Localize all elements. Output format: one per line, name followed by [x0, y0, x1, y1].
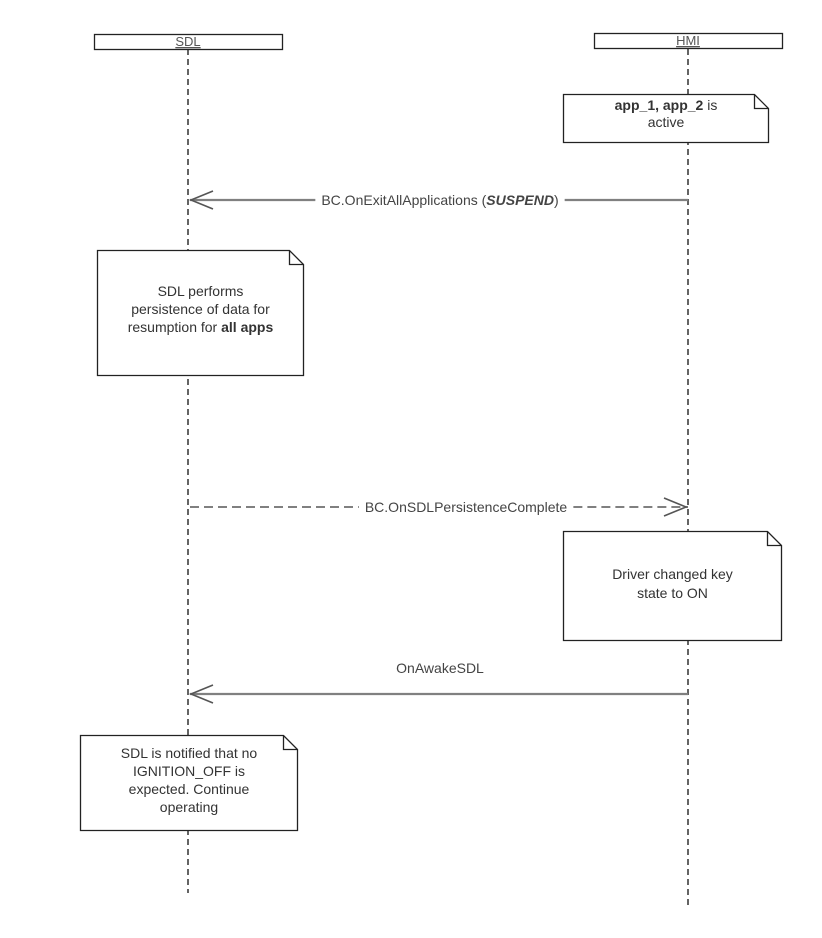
- note-text-line: Driver changed key: [612, 566, 733, 582]
- msg-on-sdl-persistence-complete[interactable]: BC.OnSDLPersistenceComplete: [190, 497, 689, 517]
- msg-on-exit-all-applications[interactable]: BC.OnExitAllApplications (SUSPEND): [188, 190, 688, 210]
- note-text-segment: expected. Continue: [129, 781, 250, 797]
- participant-sdl-box: [93, 33, 284, 51]
- message-label: BC.OnSDLPersistenceComplete: [365, 499, 568, 515]
- note-text-segment: resumption for: [128, 319, 221, 335]
- arrowhead-icon: [663, 497, 689, 517]
- messages-layer: BC.OnExitAllApplications (SUSPEND) BC.OnS…: [188, 190, 689, 704]
- note-text-segment: SDL is notified that no: [121, 745, 258, 761]
- note-text-line: active: [648, 114, 685, 130]
- note-text-line: SDL performs: [158, 283, 244, 299]
- note-text-line: SDL is notified that no: [121, 745, 258, 761]
- note-box: [79, 734, 299, 832]
- note-box: [96, 249, 305, 377]
- note-text-segment: active: [648, 114, 685, 130]
- participant-sdl[interactable]: SDL: [93, 33, 284, 51]
- participant-hmi-box: [593, 32, 784, 50]
- note-text-segment: all apps: [221, 319, 273, 335]
- note-box: [562, 93, 770, 144]
- note-text-segment: SDL performs: [158, 283, 244, 299]
- note-text-segment: operating: [160, 799, 218, 815]
- note-fold-corner-icon: [288, 250, 304, 266]
- note-box: [562, 530, 783, 642]
- message-label-segment: SUSPEND: [486, 192, 554, 208]
- participant-hmi[interactable]: HMI: [593, 32, 784, 50]
- message-label-segment: OnAwakeSDL: [396, 660, 484, 676]
- note-sdl-persistence[interactable]: SDL performs persistence of data for resum…: [96, 249, 305, 377]
- arrowhead-icon: [188, 190, 214, 210]
- note-text-line: IGNITION_OFF is: [133, 763, 245, 779]
- note-text-line: state to ON: [637, 585, 708, 601]
- message-label: BC.OnExitAllApplications (SUSPEND): [321, 192, 558, 208]
- note-sdl-notified[interactable]: SDL is notified that no IGNITION_OFF is ex…: [79, 734, 299, 832]
- note-driver-key-on[interactable]: Driver changed key state to ON: [562, 530, 783, 642]
- note-text-segment: is: [703, 97, 717, 113]
- arrowhead-icon: [188, 684, 214, 704]
- message-label-segment: ): [554, 192, 559, 208]
- note-fold-corner-icon: [766, 531, 782, 547]
- note-text-line: app_1, app_2 is: [615, 97, 718, 113]
- participant-hmi-label: HMI: [676, 33, 700, 48]
- message-label-segment: BC.OnExitAllApplications (: [321, 192, 486, 208]
- message-label-segment: BC.OnSDLPersistenceComplete: [365, 499, 568, 515]
- message-label: OnAwakeSDL: [396, 660, 484, 676]
- note-text-segment: state to ON: [637, 585, 708, 601]
- participant-sdl-label: SDL: [175, 34, 200, 49]
- note-text-segment: persistence of data for: [131, 301, 270, 317]
- note-text-segment: app_1, app_2: [615, 97, 704, 113]
- note-text-line: resumption for all apps: [128, 319, 274, 335]
- note-text-segment: Driver changed key: [612, 566, 733, 582]
- note-fold-corner-icon: [753, 94, 769, 110]
- note-text-line: expected. Continue: [129, 781, 250, 797]
- note-text-segment: IGNITION_OFF is: [133, 763, 245, 779]
- note-text-line: operating: [160, 799, 218, 815]
- note-text-line: persistence of data for: [131, 301, 270, 317]
- msg-on-awake-sdl[interactable]: OnAwakeSDL: [188, 660, 688, 704]
- note-fold-corner-icon: [282, 735, 298, 751]
